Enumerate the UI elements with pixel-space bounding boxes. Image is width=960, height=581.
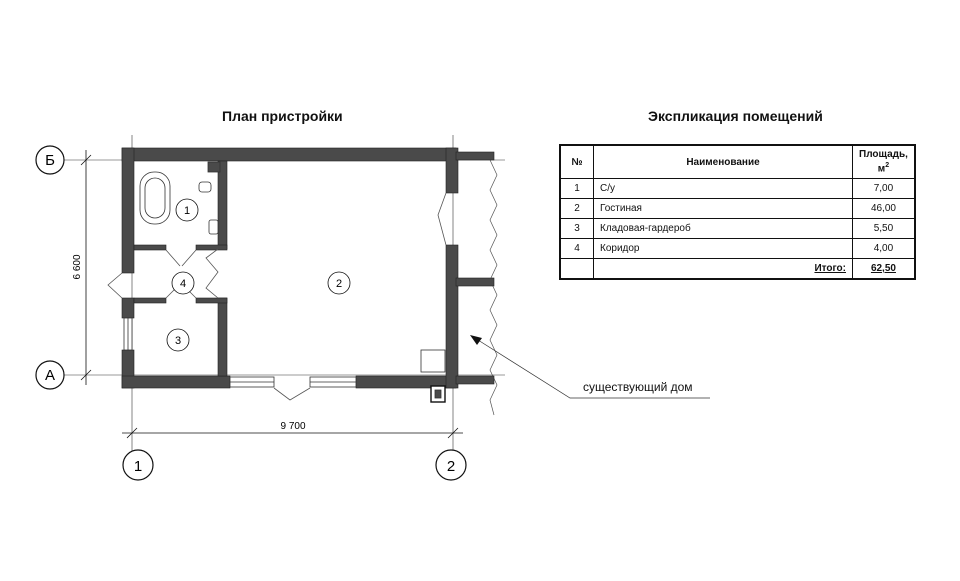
table-row: 1 С/у 7,00 — [559, 178, 916, 199]
header-num: № — [559, 144, 594, 179]
row-num: 4 — [559, 238, 594, 259]
axis-label-b: Б — [45, 152, 55, 169]
axis-marker-b — [35, 145, 65, 175]
room-marker-1 — [175, 198, 199, 222]
dim-width-label: 9 700 — [280, 421, 305, 432]
vent-shaft-icon — [207, 161, 221, 173]
row-name: С/у — [593, 178, 853, 199]
room-marker-4 — [171, 271, 195, 295]
dimension-width — [122, 427, 463, 439]
stove-icon — [420, 349, 446, 373]
room-marker-3 — [166, 328, 190, 352]
dim-height-label: 6 600 — [72, 254, 83, 279]
row-name: Кладовая-гардероб — [593, 218, 853, 239]
header-area-unit-sup: 2 — [885, 162, 890, 170]
row-num: 2 — [559, 198, 594, 219]
bathroom-fixtures — [139, 161, 446, 403]
room-label-2: 2 — [336, 278, 342, 290]
total-empty-cell — [559, 258, 594, 280]
row-name: Гостиная — [593, 198, 853, 219]
row-area: 7,00 — [851, 178, 916, 199]
row-area: 4,00 — [851, 238, 916, 259]
table-row: 2 Гостиная 46,00 — [559, 198, 916, 219]
axis-label-2: 2 — [447, 458, 455, 475]
row-area: 46,00 — [851, 198, 916, 219]
room-label-3: 3 — [175, 335, 181, 347]
room-label-4: 4 — [180, 278, 186, 290]
header-area-unit: м — [877, 163, 886, 175]
rooms-table: № Наименование Площадь, м2 1 С/у 7,00 2 … — [559, 144, 916, 280]
table-row: 4 Коридор 4,00 — [559, 238, 916, 259]
total-label: Итого: — [593, 258, 853, 280]
existing-house-edge — [489, 159, 498, 416]
table-total-row: Итого: 62,50 — [559, 258, 916, 280]
axis-marker-a — [35, 360, 65, 390]
table-header-row: № Наименование Площадь, м2 — [559, 144, 916, 179]
row-area: 5,50 — [851, 218, 916, 239]
sink-icon — [208, 219, 219, 235]
walls — [121, 147, 495, 389]
axis-marker-1 — [122, 449, 154, 481]
existing-house-label: существующий дом — [583, 380, 693, 394]
header-area-label: Площадь, — [859, 149, 908, 161]
existing-house-leader — [470, 335, 710, 399]
header-name: Наименование — [593, 144, 853, 179]
dimension-height — [80, 150, 92, 385]
toilet-icon — [198, 181, 212, 193]
axis-label-1: 1 — [134, 458, 142, 475]
table-title: Экспликация помещений — [648, 108, 823, 124]
row-num: 1 — [559, 178, 594, 199]
windows — [123, 317, 357, 388]
axis-marker-2 — [435, 449, 467, 481]
total-value: 62,50 — [851, 258, 916, 280]
row-name: Коридор — [593, 238, 853, 259]
room-marker-2 — [327, 271, 351, 295]
room-label-1: 1 — [184, 205, 190, 217]
axis-label-a: А — [45, 367, 55, 384]
header-area: Площадь, м2 — [851, 144, 916, 179]
plan-title: План пристройки — [222, 108, 343, 124]
table-row: 3 Кладовая-гардероб 5,50 — [559, 218, 916, 239]
row-num: 3 — [559, 218, 594, 239]
